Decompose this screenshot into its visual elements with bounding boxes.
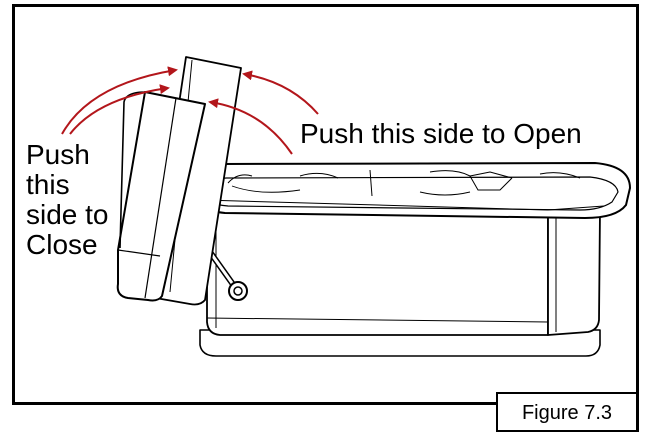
figure-caption-box: Figure 7.3	[496, 392, 639, 432]
close-arrows	[61, 66, 178, 135]
close-arrow-lower	[69, 84, 170, 135]
open-arrow-upper	[242, 70, 319, 115]
figure-label: Figure 7.3	[521, 402, 613, 424]
push-to-close-label: Push this side to Close	[26, 140, 109, 260]
close-label-line: this	[26, 169, 70, 200]
close-label-line: side to	[26, 199, 109, 230]
push-to-open-label: Push this side to Open	[300, 118, 582, 149]
spa-cabinet-front	[206, 209, 549, 336]
spa-base	[199, 329, 601, 357]
close-arrow-upper	[61, 66, 178, 135]
spa-cover-folded	[116, 56, 242, 306]
spa-tub	[191, 162, 631, 357]
spa-cabinet-side	[547, 209, 601, 336]
open-arrows	[208, 70, 319, 155]
close-label-line: Close	[26, 229, 98, 260]
close-label-line: Push	[26, 139, 90, 170]
open-arrow-lower	[208, 98, 293, 155]
